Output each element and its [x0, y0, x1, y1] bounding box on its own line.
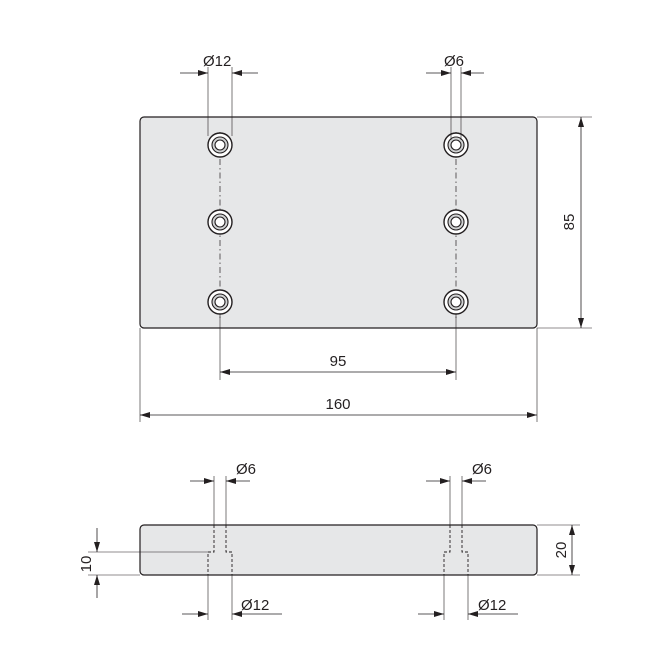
dim-label-through-hole-side-left: Ø6 [236, 461, 256, 478]
side-view: Ø6 Ø6 20 10 [78, 461, 580, 620]
hidden-hole-right [443, 525, 469, 575]
dim-overall-height: 85 [537, 116, 592, 329]
dim-counterbore-top: Ø12 [180, 53, 258, 136]
hole-left-top [207, 132, 233, 158]
dim-label-counterbore-top: Ø12 [203, 53, 231, 70]
hole-right-bottom [443, 289, 469, 315]
dim-counterbore-side-left: Ø12 [182, 575, 282, 620]
dim-label-through-hole-side-right: Ø6 [472, 461, 492, 478]
dim-label-counterbore-side-left: Ø12 [241, 597, 269, 614]
hole-left-middle [207, 209, 233, 235]
top-view: Ø12 Ø6 85 95 160 [139, 53, 592, 422]
hole-right-top [443, 132, 469, 158]
dim-through-hole-side-right: Ø6 [426, 461, 492, 525]
dim-thickness: 20 [537, 524, 580, 576]
dim-hole-spacing: 95 [219, 314, 457, 380]
hidden-hole-left [207, 525, 233, 575]
dim-label-counterbore-side-right: Ø12 [478, 597, 506, 614]
dim-through-hole-side-left: Ø6 [190, 461, 256, 525]
plate-top-outline [139, 116, 538, 329]
plate-side-outline [139, 524, 538, 576]
hole-right-middle [443, 209, 469, 235]
dim-label-overall-height: 85 [561, 214, 578, 231]
dim-label-through-hole-top: Ø6 [444, 53, 464, 70]
dim-label-counterbore-depth: 10 [78, 556, 95, 573]
dim-label-overall-width: 160 [325, 396, 350, 413]
dim-counterbore-depth: 10 [78, 528, 208, 598]
dim-counterbore-side-right: Ø12 [418, 575, 518, 620]
dim-through-hole-top: Ø6 [426, 53, 484, 140]
hole-left-bottom [207, 289, 233, 315]
dim-label-thickness: 20 [553, 542, 570, 559]
dim-overall-width: 160 [139, 328, 538, 422]
dim-label-hole-spacing: 95 [330, 353, 347, 370]
